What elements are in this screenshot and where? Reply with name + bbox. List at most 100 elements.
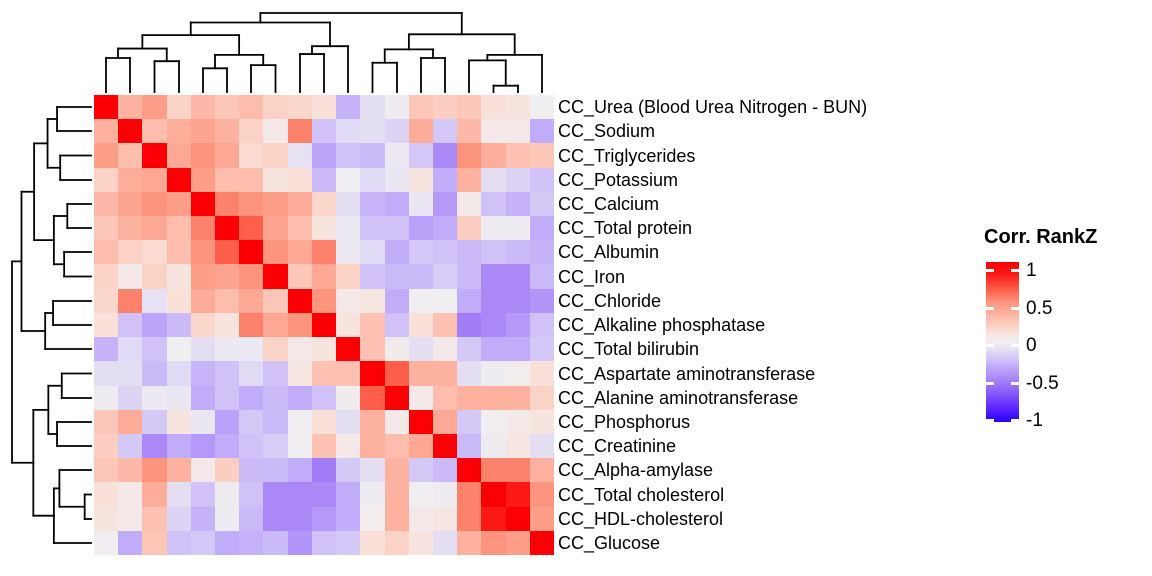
- heatmap-cell: [409, 361, 433, 386]
- heatmap-cell: [506, 410, 530, 434]
- heatmap-cell: [94, 507, 118, 531]
- heatmap-cell: [433, 482, 457, 507]
- heatmap-cell: [263, 216, 288, 240]
- heatmap-cell: [167, 361, 191, 386]
- heatmap-cell: [118, 313, 142, 337]
- heatmap-cell: [239, 168, 263, 192]
- heatmap-cell: [433, 95, 457, 119]
- heatmap-cell: [385, 386, 409, 410]
- heatmap-cell: [239, 337, 263, 361]
- heatmap-cell: [288, 192, 312, 216]
- heatmap-cell: [506, 482, 530, 507]
- heatmap-cell: [433, 410, 457, 434]
- heatmap-cell: [263, 531, 288, 555]
- legend-tick-notch: [1011, 419, 1019, 422]
- heatmap-cell: [409, 240, 433, 264]
- heatmap-cell: [409, 386, 433, 410]
- heatmap-cell: [312, 507, 336, 531]
- heatmap-cell: [336, 168, 360, 192]
- heatmap-cell: [457, 216, 481, 240]
- heatmap-cell: [263, 264, 288, 289]
- heatmap-cell: [312, 434, 336, 458]
- heatmap-cell: [481, 168, 506, 192]
- heatmap-cell: [360, 337, 385, 361]
- heatmap-cell: [263, 337, 288, 361]
- heatmap-cell: [215, 386, 239, 410]
- heatmap-cell: [530, 143, 554, 168]
- heatmap-cell: [263, 168, 288, 192]
- heatmap-cell: [94, 192, 118, 216]
- heatmap-cell: [263, 458, 288, 482]
- heatmap-cell: [336, 434, 360, 458]
- row-label: CC_Triglycerides: [558, 145, 696, 166]
- heatmap-cell: [288, 531, 312, 555]
- heatmap-cell: [94, 240, 118, 264]
- heatmap-cell: [360, 240, 385, 264]
- row-label: CC_Potassium: [558, 170, 679, 190]
- heatmap-cell: [167, 458, 191, 482]
- heatmap-cell: [385, 361, 409, 386]
- heatmap-cell: [385, 482, 409, 507]
- heatmap-cell: [481, 313, 506, 337]
- heatmap-cell: [457, 119, 481, 143]
- heatmap-cell: [360, 386, 385, 410]
- heatmap-cell: [360, 289, 385, 313]
- heatmap-cell: [409, 410, 433, 434]
- heatmap-cell: [433, 119, 457, 143]
- row-label: CC_Creatinine: [558, 436, 677, 456]
- heatmap-cell: [239, 264, 263, 289]
- heatmap-cell: [118, 119, 142, 143]
- heatmap-cell: [94, 434, 118, 458]
- heatmap-cell: [215, 119, 239, 143]
- legend-tick-notch: [986, 381, 994, 385]
- heatmap-cell: [263, 119, 288, 143]
- heatmap-cell: [263, 240, 288, 264]
- heatmap-cell: [239, 434, 263, 458]
- heatmap-cell: [142, 192, 167, 216]
- heatmap-cell: [385, 410, 409, 434]
- heatmap-cell: [94, 313, 118, 337]
- heatmap-cell: [263, 192, 288, 216]
- heatmap-cell: [215, 410, 239, 434]
- heatmap-cell: [433, 531, 457, 555]
- heatmap-cell: [457, 507, 481, 531]
- heatmap-cell: [506, 434, 530, 458]
- heatmap-cell: [167, 240, 191, 264]
- heatmap-cell: [94, 216, 118, 240]
- legend-tick-label: 0: [1026, 335, 1037, 356]
- heatmap-cell: [239, 410, 263, 434]
- heatmap-cell: [312, 192, 336, 216]
- heatmap-cell: [336, 386, 360, 410]
- heatmap-cell: [530, 531, 554, 555]
- heatmap-cell: [409, 434, 433, 458]
- heatmap-cell: [239, 458, 263, 482]
- heatmap-cell: [191, 531, 215, 555]
- legend-tick-notch: [1011, 269, 1019, 272]
- heatmap-cell: [215, 192, 239, 216]
- heatmap-cell: [118, 410, 142, 434]
- heatmap-cell: [118, 143, 142, 168]
- heatmap-cell: [288, 289, 312, 313]
- heatmap-cell: [457, 458, 481, 482]
- heatmap-cell: [336, 458, 360, 482]
- heatmap-cell: [191, 192, 215, 216]
- heatmap-cell: [530, 482, 554, 507]
- heatmap-cell: [142, 264, 167, 289]
- heatmap-cell: [239, 119, 263, 143]
- heatmap-cell: [433, 240, 457, 264]
- heatmap-cell: [506, 192, 530, 216]
- heatmap-cell: [94, 410, 118, 434]
- heatmap-cell: [530, 313, 554, 337]
- heatmap-cell: [360, 410, 385, 434]
- heatmap-cell: [288, 410, 312, 434]
- heatmap-cell: [191, 168, 215, 192]
- heatmap-cell: [167, 531, 191, 555]
- heatmap-cell: [506, 168, 530, 192]
- heatmap-cell: [530, 386, 554, 410]
- heatmap-cell: [530, 410, 554, 434]
- heatmap-cell: [433, 458, 457, 482]
- heatmap-cell: [530, 168, 554, 192]
- heatmap-cell: [385, 240, 409, 264]
- heatmap-cell: [288, 361, 312, 386]
- heatmap-cell: [288, 482, 312, 507]
